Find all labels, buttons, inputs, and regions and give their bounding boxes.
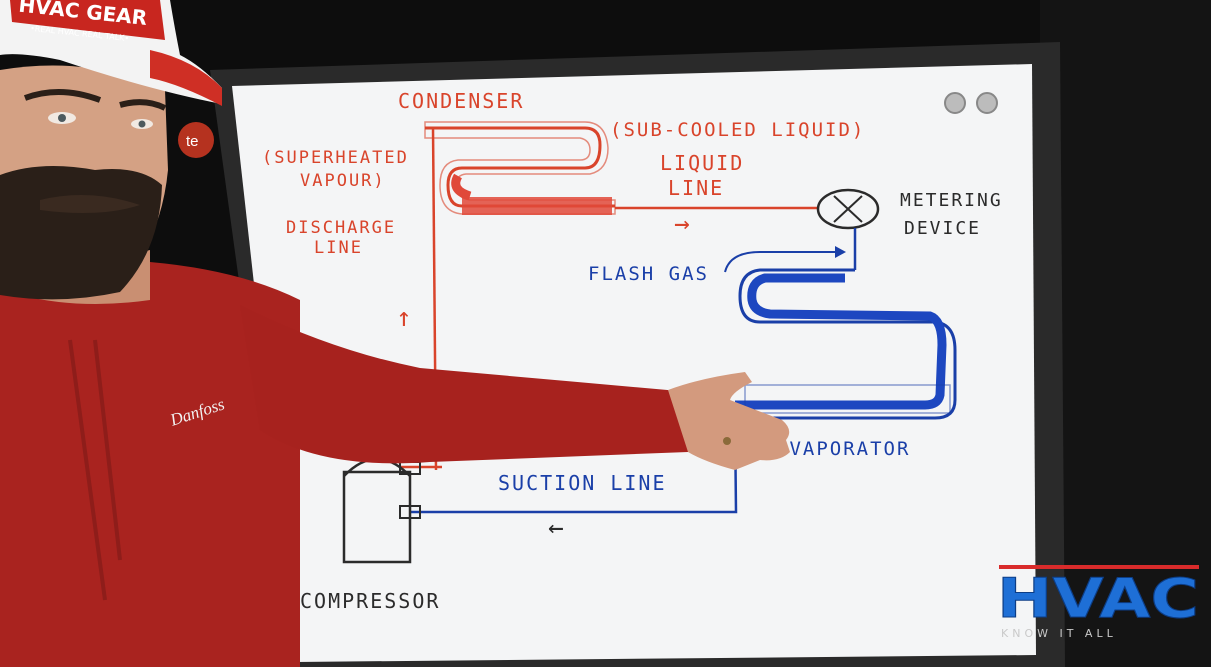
suction-line-label: SUCTION LINE	[498, 471, 667, 495]
liquid-flow-arrow-icon: →	[674, 209, 692, 239]
eyebrow	[23, 88, 102, 103]
logo-wordmark: HVAC	[997, 567, 1199, 630]
logo-red-bar	[999, 565, 1199, 569]
eyebrow	[119, 99, 167, 111]
compressor-label: COMPRESSOR	[300, 589, 440, 613]
metering-label-line1: METERING	[900, 190, 1003, 211]
condenser-coil	[424, 121, 616, 215]
ring-icon	[723, 437, 731, 445]
flash-gas-label: FLASH GAS	[588, 263, 709, 285]
hand	[668, 372, 790, 470]
beard	[0, 166, 162, 300]
liquid-line-label-line2: LINE	[668, 176, 724, 200]
metering-device-icon	[816, 188, 880, 230]
superheated-label-line2: VAPOUR)	[300, 171, 386, 191]
hoodie-string	[68, 339, 107, 601]
metering-label-line2: DEVICE	[904, 218, 981, 239]
evaporator-coil	[735, 268, 957, 420]
hvac-logo: HVAC KNOW IT ALL	[997, 565, 1200, 640]
mustache	[40, 195, 140, 214]
magnet-icon	[976, 92, 998, 114]
discharge-label-line2: LINE	[314, 238, 363, 258]
logo-tagline: KNOW IT ALL	[1001, 627, 1117, 640]
subcooled-label: (SUB-COOLED LIQUID)	[610, 119, 865, 141]
cap-brim	[150, 50, 222, 106]
cap-patch	[10, 0, 165, 40]
dark-wall	[1040, 0, 1211, 667]
magnet-icon	[944, 92, 966, 114]
hoodie-string	[93, 339, 122, 561]
suction-flow-arrow-icon: ←	[548, 513, 566, 543]
eye-pupil	[58, 114, 66, 122]
flash-gas-arrowhead-icon	[835, 246, 846, 258]
evaporator-label: EVAPORATOR	[776, 438, 910, 460]
discharge-flow-arrow-icon: ↑	[396, 303, 414, 333]
flash-gas-arrow-icon	[724, 251, 835, 273]
condenser-label: CONDENSER	[398, 89, 524, 113]
presenter: Danfoss HVAC GEAR •REAL HVAC REAL TALK•	[0, 0, 790, 667]
discharge-label-line1: DISCHARGE	[286, 218, 396, 238]
arm-sleeve	[240, 305, 690, 464]
background-badge-text: te	[186, 133, 199, 150]
superheated-label-line1: (SUPERHEATED	[262, 148, 409, 168]
liquid-line-label-line1: LIQUID	[660, 151, 744, 175]
eye-pupil	[138, 120, 146, 128]
background-badge-icon	[178, 122, 214, 158]
